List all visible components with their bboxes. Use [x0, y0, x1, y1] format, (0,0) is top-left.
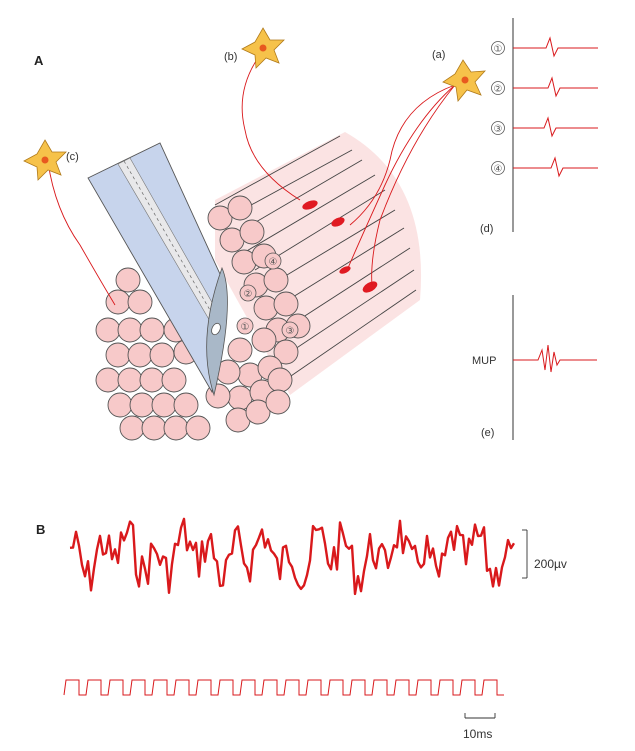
fiber-end-front	[105, 289, 131, 315]
panel-label-b: B	[36, 522, 45, 537]
fiber-end-front	[151, 392, 177, 418]
emg-signal: 200µv	[69, 517, 567, 596]
voltage-scale-label: 200µv	[534, 557, 567, 571]
fiber-end-back	[273, 291, 299, 317]
time-marker: 10ms	[63, 679, 504, 741]
neuron-b	[241, 27, 285, 69]
neuron-b-label: (b)	[224, 51, 237, 63]
fiber-end-back	[207, 205, 233, 231]
neuron-c	[23, 139, 67, 181]
fiber-number-3: ③	[286, 326, 295, 337]
fiber-end-front	[139, 317, 165, 343]
fiber-end-back	[267, 367, 293, 393]
mup-label: MUP	[472, 355, 496, 367]
fiber-end-front	[105, 342, 131, 368]
neuron-a-label: (a)	[432, 49, 445, 61]
fiber-end-back	[251, 327, 277, 353]
trace-label-d: (d)	[480, 223, 493, 235]
fiber-end-front	[127, 289, 153, 315]
fiber-end-front	[139, 367, 165, 393]
fiber-end-front	[95, 367, 121, 393]
trace-panel-d: ① ② ③ ④ (d)	[480, 18, 598, 235]
trace-label-e: (e)	[481, 427, 494, 439]
fiber-end-front	[117, 317, 143, 343]
time-scale-label: 10ms	[463, 727, 492, 741]
fiber-trace	[513, 36, 598, 58]
axons	[47, 54, 456, 306]
fiber-end-front	[119, 415, 145, 441]
trace-number-2: ②	[494, 84, 503, 95]
fiber-end-back	[265, 389, 291, 415]
fiber-end-front	[161, 367, 187, 393]
fiber-end-front	[129, 392, 155, 418]
fiber-end-front	[95, 317, 121, 343]
fiber-end-front	[127, 342, 153, 368]
neuron-a	[442, 59, 486, 102]
fiber-end-front	[149, 342, 175, 368]
fiber-end-front	[117, 367, 143, 393]
trace-number-4: ④	[494, 164, 503, 175]
neuron-c-label: (c)	[66, 151, 79, 163]
panel-label-a: A	[34, 53, 44, 68]
fiber-end-front	[115, 267, 141, 293]
fiber-number-4: ④	[269, 257, 278, 268]
fiber-end-back	[245, 399, 271, 425]
fiber-end-front	[173, 392, 199, 418]
fiber-end-back	[227, 337, 253, 363]
fiber-trace	[513, 116, 598, 138]
fiber-end-front	[185, 415, 211, 441]
needle-electrode	[87, 142, 228, 397]
fiber-numbers: ① ② ③ ④	[236, 252, 299, 339]
fiber-number-2: ②	[244, 289, 253, 300]
fiber-end-front	[107, 392, 133, 418]
fiber-trace	[513, 76, 598, 98]
fiber-end-front	[141, 415, 167, 441]
fiber-end-back	[239, 219, 265, 245]
muscle-bundle	[95, 132, 422, 441]
fiber-end-back	[273, 339, 299, 365]
trace-number-1: ①	[494, 44, 503, 55]
fiber-number-1: ①	[241, 322, 250, 333]
fiber-end-front	[163, 415, 189, 441]
fiber-end-back	[263, 267, 289, 293]
fiber-end-back	[227, 195, 253, 221]
trace-number-3: ③	[494, 124, 503, 135]
fiber-trace	[513, 156, 598, 178]
trace-panel-e: MUP (e)	[472, 295, 597, 440]
